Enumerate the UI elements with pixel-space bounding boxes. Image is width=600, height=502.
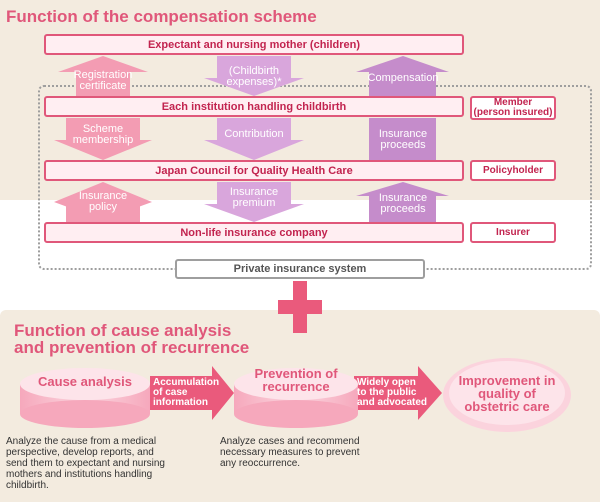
cause-analysis-cylinder (20, 368, 150, 428)
plus-icon (278, 281, 322, 333)
widely-open-arrow (354, 366, 442, 420)
improvement-circle (443, 358, 571, 432)
institution-bar: Each institution handling childbirth (44, 96, 464, 117)
mother-bar: Expectant and nursing mother (children) (44, 34, 464, 55)
contribution-arrow (204, 118, 304, 160)
insurer-role-label: Insurer (470, 222, 556, 243)
insurance-premium-label: Insurance premium (229, 186, 279, 209)
policyholder-role-label: Policyholder (470, 160, 556, 181)
insurance-policy-arrow-tip (54, 202, 152, 222)
compensation-arrow (356, 56, 449, 96)
council-bar: Japan Council for Quality Health Care (44, 160, 464, 181)
contribution-label: Contribution (224, 127, 284, 140)
compensation-label: Compensation (367, 71, 439, 84)
prevention-cylinder (234, 368, 358, 428)
member-role-label: Member (person insured) (470, 96, 556, 120)
insurer-bar: Non-life insurance company (44, 222, 464, 243)
accumulation-label: Accumulation of case information (153, 377, 220, 408)
private-insurance-system-label: Private insurance system (175, 259, 425, 279)
prevention-description: Analyze cases and recommend necessary me… (220, 436, 360, 469)
registration-arrow (58, 56, 148, 96)
insurance-premium-arrow (204, 182, 304, 222)
insurance-proceeds-2-label: Insurance proceeds (378, 192, 428, 215)
accumulation-arrow (150, 366, 234, 420)
insurance-proceeds-2-up-arrow (356, 182, 449, 222)
prevention-label: Prevention of recurrence (254, 366, 338, 394)
childbirth-expenses-label: (Childbirth expenses)* (226, 65, 282, 88)
section2-title-line2: and prevention of recurrence (14, 338, 250, 357)
insurance-policy-label: Insurance policy (78, 190, 128, 213)
section2-title-line1: Function of cause analysis (14, 321, 232, 340)
section1-title: Function of the compensation scheme (6, 7, 317, 26)
widely-open-label: Widely open to the public and advocated (357, 377, 428, 408)
improvement-label: Improvement in quality of obstetric care (458, 373, 556, 414)
scheme-membership-arrow (54, 118, 152, 160)
registration-certificate-label: Registration certificate (73, 69, 133, 92)
insurance-proceeds-1-arrow (369, 118, 436, 160)
cause-description: Analyze the cause from a medical perspec… (6, 436, 165, 491)
cause-analysis-label: Cause analysis (38, 374, 132, 389)
insurance-proceeds-1-label: Insurance proceeds (378, 128, 428, 151)
childbirth-expenses-arrow (204, 56, 304, 96)
scheme-membership-label: Scheme membership (72, 123, 134, 146)
